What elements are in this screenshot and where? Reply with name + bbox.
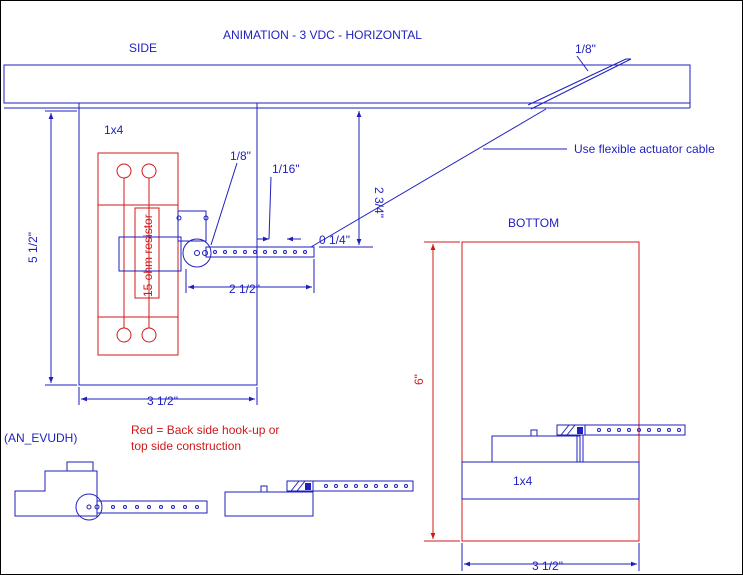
actuator-arm	[205, 246, 315, 258]
bottom-6in-dim	[424, 241, 460, 542]
cable-width-dim: 1/8"	[575, 42, 596, 56]
width-dim-side	[78, 387, 258, 405]
bottom-contact	[577, 427, 583, 434]
motor-assembly	[118, 210, 212, 272]
hole-spacing-text: 1/16"	[272, 162, 300, 176]
bottom-board-outline	[461, 241, 640, 542]
actuator-cable	[310, 108, 547, 248]
height-dim-side	[45, 110, 77, 386]
top-detail-contact	[305, 483, 311, 490]
side-view-label: SIDE	[129, 41, 157, 55]
width-bottom-dim: 3 1/2"	[532, 559, 563, 573]
width-side-dim: 3 1/2"	[147, 394, 178, 408]
hole-size-dim: 1/8"	[230, 149, 251, 163]
side-detail-view	[14, 461, 208, 521]
arm-length-text: 2 1/2"	[229, 282, 260, 296]
red-note-line2: top side construction	[131, 439, 241, 453]
bottom-view-label: BOTTOM	[508, 216, 559, 230]
relay-backside	[97, 152, 179, 356]
top-detail-view	[224, 480, 414, 517]
resistor-label: 15 ohm resistor	[141, 214, 155, 297]
red-note-line1: Red = Back side hook-up or	[131, 423, 279, 437]
hole-size-leader	[210, 162, 238, 246]
actuator-note: Use flexible actuator cable	[574, 142, 715, 156]
bottom-board-label: 1x4	[513, 474, 533, 488]
drawing-id: (AN_EVUDH)	[4, 431, 77, 445]
bottom-board	[461, 424, 686, 500]
bottom-width-dim	[461, 543, 640, 571]
side-board-label: 1x4	[104, 123, 124, 137]
height-side-dim: 5 1/2"	[26, 232, 40, 263]
drop-dim	[319, 111, 373, 248]
arm-length-dim	[185, 259, 315, 293]
drawing-title: ANIMATION - 3 VDC - HORIZONTAL	[223, 28, 422, 42]
side-board	[78, 102, 258, 386]
top-plank	[3, 64, 691, 109]
arm-offset-text: 0 1/4"	[319, 233, 350, 247]
drop-dim-text: 2 3/4"	[372, 187, 386, 218]
hole-spacing-dim	[257, 176, 301, 242]
actuator-cable-end	[527, 55, 632, 110]
height-bottom-dim: 6"	[412, 374, 426, 385]
